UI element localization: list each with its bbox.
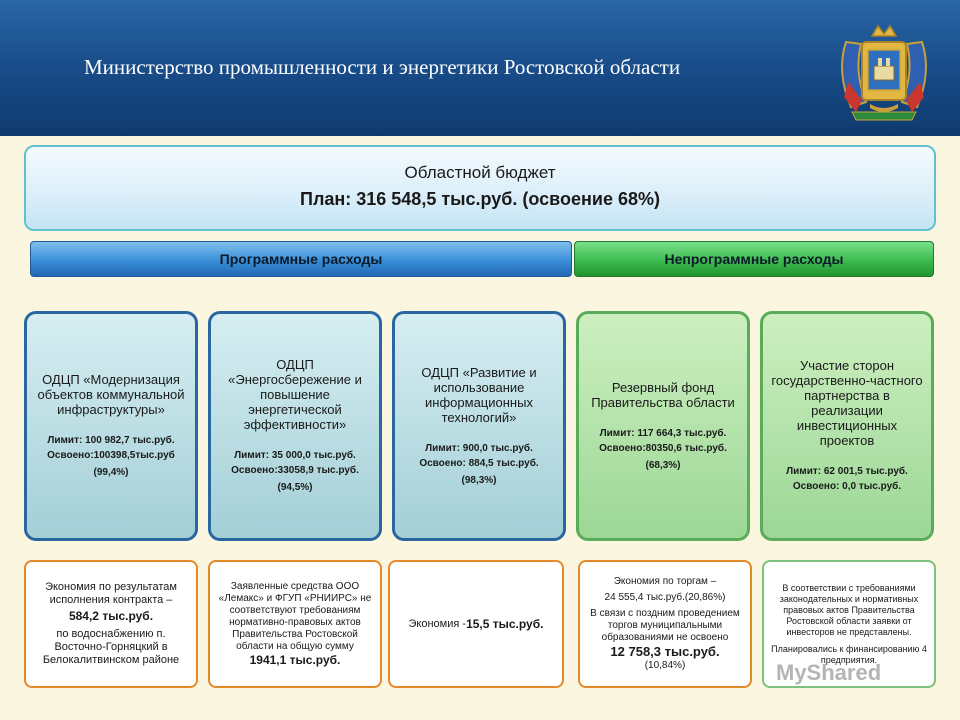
note-energy-saving: Заявленные средства ООО «Лемакс» и ФГУП … <box>208 560 382 688</box>
card-spent: Освоено: 884,5 тыс.руб. <box>419 457 539 469</box>
card-name: ОДЦП «Энергосбережение и повышение энерг… <box>228 357 362 432</box>
watermark: MyShared <box>776 660 882 685</box>
note-it: Экономия - 15,5 тыс.руб. <box>388 560 564 688</box>
card-percent: (99,4%) <box>93 467 129 478</box>
header-banner: Министерство промышленности и энергетики… <box>0 0 960 136</box>
card-name: Участие сторон государственно-частного п… <box>771 358 923 448</box>
card-limit: Лимит: 100 982,7 тыс.руб. <box>47 435 175 446</box>
program-card-utilities: ОДЦП «Модернизация объектов коммунальной… <box>24 311 198 541</box>
note-reserve-fund: Экономия по торгам – 24 555,4 тыс.руб.(2… <box>578 560 752 688</box>
budget-title: Областной бюджет <box>404 163 556 182</box>
note-text: 24 555,4 тыс.руб.(20,86%) <box>604 592 726 603</box>
note-amount: 1941,1 тыс.руб. <box>249 652 341 667</box>
nonprogram-expenses-bar: Непрограммные расходы <box>574 241 934 277</box>
note-amount: 12 758,3 тыс.руб. <box>610 644 720 659</box>
card-name: ОДЦП «Модернизация объектов коммунальной… <box>37 372 185 417</box>
card-limit: Лимит: 62 001,5 тыс.руб. <box>786 466 908 477</box>
note-text: (10,84%) <box>644 660 686 671</box>
card-name: ОДЦП «Развитие и использование информаци… <box>421 364 537 425</box>
ministry-title: Министерство промышленности и энергетики… <box>84 55 681 79</box>
note-text: Планировались к финансированию 4 предпри… <box>771 643 927 665</box>
program-expenses-bar: Программные расходы <box>30 241 572 277</box>
card-spent: Освоено:100398,5тыс.руб <box>47 450 175 461</box>
card-percent: (98,3%) <box>461 474 497 486</box>
card-spent: Освоено:80350,6 тыс.руб. <box>599 442 727 454</box>
note-text: Заявленные средства ООО «Лемакс» и ФГУП … <box>218 580 372 652</box>
note-text: Экономия по торгам – <box>613 576 717 587</box>
card-name: Резервный фонд Правительства области <box>591 379 735 410</box>
note-text: Экономия - <box>408 617 467 630</box>
note-text: В связи с поздним проведением торгов мун… <box>590 608 740 643</box>
regional-budget-panel: Областной бюджет План: 316 548,5 тыс.руб… <box>24 145 936 231</box>
budget-plan: План: 316 548,5 тыс.руб. (освоение 68%) <box>300 189 660 209</box>
note-amount: 15,5 тыс.руб. <box>466 616 544 631</box>
nonprogram-card-reserve-fund: Резервный фонд Правительства области Лим… <box>576 311 750 541</box>
card-spent: Освоено: 0,0 тыс.руб. <box>792 481 902 492</box>
card-spent: Освоено:33058,9 тыс.руб. <box>231 465 359 476</box>
card-limit: Лимит: 900,0 тыс.руб. <box>425 442 533 454</box>
note-utilities: Экономия по результатам исполнения контр… <box>24 560 198 688</box>
nonprogram-card-ppp: Участие сторон государственно-частного п… <box>760 311 934 541</box>
card-percent: (94,5%) <box>277 482 313 493</box>
note-text: В соответствии с требованиями законодате… <box>779 582 919 637</box>
card-limit: Лимит: 117 664,3 тыс.руб. <box>599 427 727 439</box>
program-card-energy-saving: ОДЦП «Энергосбережение и повышение энерг… <box>208 311 382 541</box>
note-amount: 584,2 тыс.руб. <box>68 609 154 623</box>
note-text: Экономия по результатам исполнения контр… <box>45 581 177 606</box>
card-percent: (68,3%) <box>645 459 681 471</box>
program-card-it: ОДЦП «Развитие и использование информаци… <box>392 311 566 541</box>
note-ppp: В соответствии с требованиями законодате… <box>762 560 936 688</box>
card-limit: Лимит: 35 000,0 тыс.руб. <box>234 450 356 461</box>
note-text: по водоснабжению п. Восточно-Горняцкий в… <box>42 628 180 666</box>
coat-of-arms-icon <box>841 24 927 121</box>
